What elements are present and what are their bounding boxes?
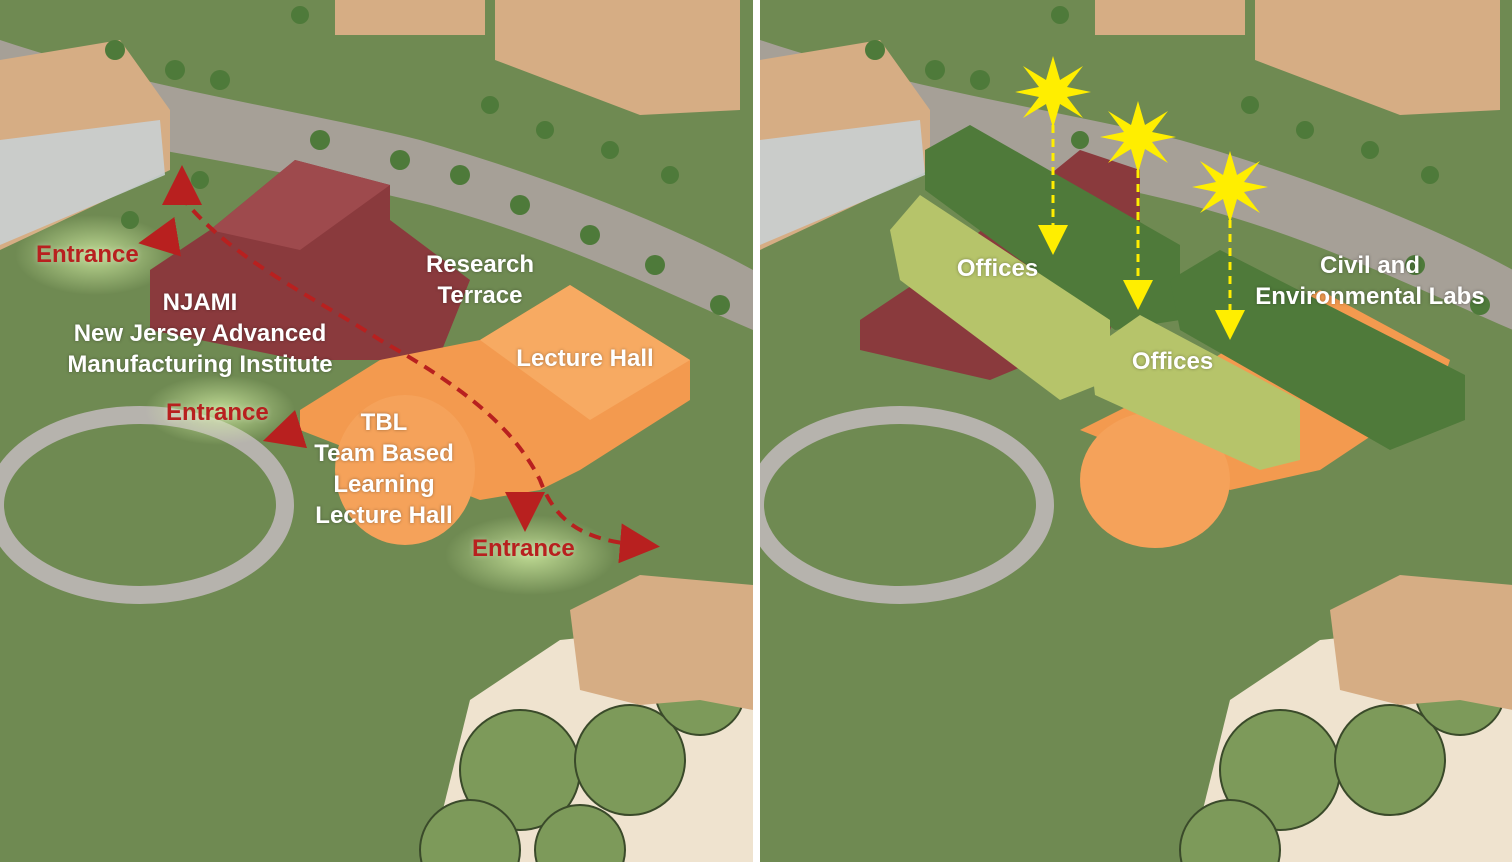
research-terrace-label: Research Terrace bbox=[405, 249, 555, 311]
wood-building bbox=[1255, 0, 1500, 115]
entrance-label-east: Entrance bbox=[472, 535, 575, 562]
lecture-hall-label: Lecture Hall bbox=[516, 345, 654, 372]
tbl-line4: Lecture Hall bbox=[315, 502, 453, 529]
research-terrace-line1: Research bbox=[425, 251, 535, 278]
njami-label: NJAMI New Jersey Advanced Manufacturing … bbox=[40, 287, 360, 380]
sun-icon bbox=[1015, 56, 1091, 128]
njami-name-line1: New Jersey Advanced bbox=[73, 320, 327, 347]
entrance-arrow bbox=[262, 409, 308, 449]
civil-labs-bar bbox=[1170, 250, 1465, 450]
right-site-model bbox=[760, 0, 1512, 862]
wood-building bbox=[570, 575, 753, 710]
left-site-model bbox=[0, 0, 753, 862]
lawn-circle-path bbox=[760, 406, 1054, 604]
program-diagram-panel: NJAMI New Jersey Advanced Manufacturing … bbox=[0, 0, 753, 862]
offices-label-2: Offices bbox=[1131, 348, 1214, 375]
offices-bar-1 bbox=[890, 195, 1110, 400]
tbl-line2: Team Based bbox=[314, 440, 454, 467]
tbl-line3: Learning bbox=[333, 471, 435, 498]
office-labs-diagram-panel: Offices Offices Civil and Environmental … bbox=[760, 0, 1512, 862]
njami-name-line2: Manufacturing Institute bbox=[67, 351, 333, 378]
wood-building bbox=[1330, 575, 1512, 710]
offices-bar-2 bbox=[1090, 315, 1300, 470]
wood-building bbox=[495, 0, 740, 115]
tbl-cylinder bbox=[1080, 412, 1230, 548]
entrance-arrow bbox=[138, 216, 182, 257]
njami-acronym: NJAMI bbox=[162, 289, 238, 316]
lawn-circle-path bbox=[0, 406, 294, 604]
sun-icon bbox=[1100, 101, 1176, 173]
offices-label-1: Offices bbox=[956, 255, 1039, 282]
sun-icon bbox=[1192, 151, 1268, 223]
civil-labs-line2: Environmental Labs bbox=[1255, 283, 1485, 310]
panel-divider bbox=[753, 0, 760, 862]
tbl-label: TBL Team Based Learning Lecture Hall bbox=[290, 407, 478, 531]
circulation-path bbox=[178, 193, 660, 564]
tbl-line1: TBL bbox=[360, 409, 408, 436]
civil-labs-line1: Civil and bbox=[1319, 252, 1421, 279]
entrance-label-south: Entrance bbox=[166, 399, 269, 426]
civil-labs-label: Civil and Environmental Labs bbox=[1240, 250, 1500, 312]
research-terrace-line2: Terrace bbox=[437, 282, 523, 309]
tbl-cylinder bbox=[335, 395, 475, 545]
entrance-label-west: Entrance bbox=[36, 241, 139, 268]
